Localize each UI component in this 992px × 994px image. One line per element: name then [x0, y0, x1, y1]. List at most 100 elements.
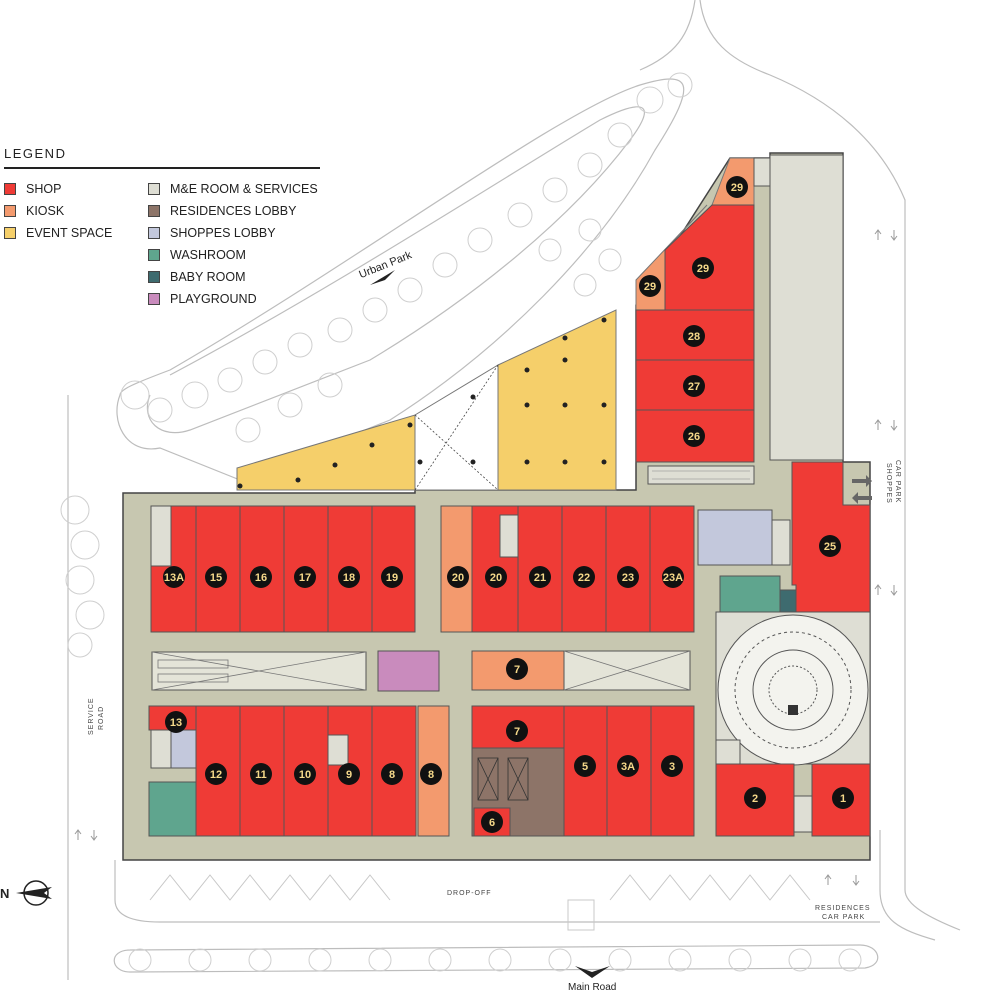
- unit-marker-circle: [338, 763, 360, 785]
- legend: LEGEND SHOP KIOSK EVENT SPACE M&E ROOM &…: [4, 146, 324, 307]
- unit-marker-19: 19: [381, 566, 403, 588]
- me-room-lobby: [771, 519, 791, 566]
- unit-marker-circle: [692, 257, 714, 279]
- south-east-dividers: [606, 706, 652, 836]
- stair-1: [793, 795, 813, 833]
- unit-marker-circle: [683, 425, 705, 447]
- me-services-east: [769, 154, 844, 461]
- unit-marker-6: 6: [481, 811, 503, 833]
- unit-marker-circle: [250, 566, 272, 588]
- service-road-label-2: ROAD: [98, 706, 105, 730]
- unit-number: 16: [255, 572, 267, 584]
- unit-number: 11: [255, 769, 267, 781]
- north-west-dividers: [195, 506, 373, 632]
- escalator-mid-lines: [563, 650, 691, 691]
- legend-label-event-space: EVENT SPACE: [26, 226, 113, 240]
- unit-marker-27: 27: [683, 375, 705, 397]
- event-space-west: [236, 414, 416, 491]
- unit-marker-5: 5: [574, 755, 596, 777]
- legend-label-residences-lobby: RESIDENCES LOBBY: [170, 204, 297, 218]
- unit-marker-25: 25: [819, 535, 841, 557]
- unit-marker-circle: [294, 763, 316, 785]
- washroom-east: [719, 575, 781, 613]
- unit-marker-circle: [250, 763, 272, 785]
- north-label: N: [0, 886, 9, 901]
- plaza-dotted-lines: [414, 364, 499, 491]
- washroom-west: [148, 781, 197, 837]
- unit-number: 23: [622, 572, 634, 584]
- unit-marker-circle: [381, 566, 403, 588]
- legend-item-washroom: WASHROOM: [148, 247, 318, 263]
- unit-marker-15: 15: [205, 566, 227, 588]
- unit-marker-circle: [639, 275, 661, 297]
- unit-marker-circle: [573, 566, 595, 588]
- ramp-ring-1: [734, 631, 852, 749]
- legend-label-shop: SHOP: [26, 182, 62, 196]
- legend-item-shoppes-lobby: SHOPPES LOBBY: [148, 225, 318, 241]
- escalator-east-steps: [652, 470, 750, 480]
- unit-number: 20: [490, 572, 502, 584]
- legend-swatch-event-space: [4, 227, 16, 239]
- unit-marker-28: 28: [683, 325, 705, 347]
- unit-marker-circle: [481, 811, 503, 833]
- plaza-walkway: [414, 364, 499, 491]
- legend-label-baby-room: BABY ROOM: [170, 270, 246, 284]
- unit-marker-10: 10: [294, 763, 316, 785]
- legend-label-playground: PLAYGROUND: [170, 292, 257, 306]
- stair-east-top: [753, 157, 771, 187]
- unit-marker-8k: 8: [420, 763, 442, 785]
- unit-number: 15: [210, 572, 222, 584]
- north-block-west: [150, 505, 416, 633]
- unit-marker-circle: [683, 375, 705, 397]
- legend-column-2: M&E ROOM & SERVICES RESIDENCES LOBBY SHO…: [148, 181, 318, 307]
- unit-number: 28: [688, 331, 700, 343]
- event-dots: [237, 317, 607, 489]
- unit-marker-18: 18: [338, 566, 360, 588]
- unit-number: 6: [489, 817, 495, 829]
- main-road-chevron: [575, 966, 610, 978]
- unit-marker-circle: [832, 787, 854, 809]
- unit-number: 9: [346, 769, 352, 781]
- unit-marker-20: 20: [485, 566, 507, 588]
- unit-marker-26: 26: [683, 425, 705, 447]
- unit-number: 5: [582, 761, 588, 773]
- legend-item-kiosk: KIOSK: [4, 203, 148, 219]
- service-road-label: SERVICE: [88, 697, 95, 735]
- unit-marker-circle: [294, 566, 316, 588]
- unit-number: 22: [578, 572, 590, 584]
- unit-marker-7k: 7: [506, 658, 528, 680]
- unit-marker-circle: [819, 535, 841, 557]
- unit-marker-8: 8: [381, 763, 403, 785]
- road-outlines: [67, 0, 961, 980]
- unit-number: 3: [669, 761, 675, 773]
- unit-marker-circle: [205, 566, 227, 588]
- unit-marker-20k: 20: [447, 566, 469, 588]
- legend-label-shoppes-lobby: SHOPPES LOBBY: [170, 226, 276, 240]
- unit-number: 10: [299, 769, 311, 781]
- unit-marker-29b: 29: [639, 275, 661, 297]
- unit-marker-circle: [661, 755, 683, 777]
- unit-marker-11: 11: [250, 763, 272, 785]
- unit-marker-circle: [662, 566, 684, 588]
- unit-marker-7: 7: [506, 720, 528, 742]
- stair-13: [150, 729, 172, 769]
- parking-bays: [149, 874, 811, 931]
- unit-marker-circle: [506, 658, 528, 680]
- residences-car-park-label-2: CAR PARK: [822, 914, 865, 921]
- legend-item-shop: SHOP: [4, 181, 148, 197]
- unit-marker-circle: [617, 566, 639, 588]
- unit-number: 7: [514, 726, 520, 738]
- main-road-label: Main Road: [568, 982, 616, 993]
- unit-marker-12: 12: [205, 763, 227, 785]
- unit-number: 13: [170, 717, 182, 729]
- legend-item-event-space: EVENT SPACE: [4, 225, 148, 241]
- unit-number: 3A: [621, 761, 635, 773]
- legend-label-me-room: M&E ROOM & SERVICES: [170, 182, 318, 196]
- unit-marker-13A: 13A: [163, 566, 185, 588]
- unit-marker-23: 23: [617, 566, 639, 588]
- stair-20: [499, 514, 519, 558]
- unit-number: 8: [389, 769, 395, 781]
- legend-swatch-residences-lobby: [148, 205, 160, 217]
